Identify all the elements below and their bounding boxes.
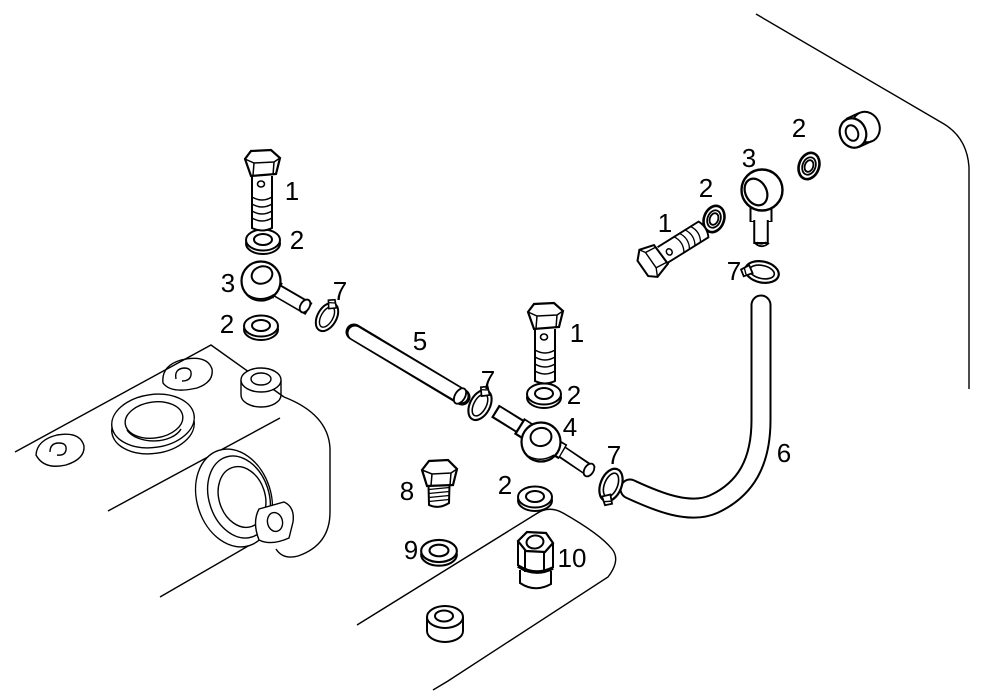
block-ring-depth-arc: [126, 428, 182, 442]
spacer-bottom-arc: [426, 630, 464, 643]
block-boss-hole: [250, 372, 272, 386]
block-cutout-upper-detail: [174, 367, 192, 382]
callout-1-center: 1: [570, 318, 584, 348]
bushing-hole: [844, 124, 860, 142]
callout-9: 9: [404, 535, 418, 565]
callout-7-right: 7: [727, 256, 741, 286]
callout-10: 10: [558, 543, 587, 573]
block-tab: [254, 501, 294, 544]
callout-7-pipe: 7: [481, 365, 495, 395]
callout-7-union: 7: [607, 440, 621, 470]
union4-ring-arc: [527, 454, 555, 460]
seal-washer-left-lower: [243, 314, 279, 341]
mounting-plate-edge: [356, 508, 617, 691]
block-bore-mid: [206, 455, 272, 539]
mounting-plate: [356, 508, 617, 691]
nut-side-edges: [517, 541, 554, 572]
inline-union: [491, 404, 596, 478]
spacer-hole: [434, 609, 454, 623]
banjo-union-right: [740, 168, 784, 248]
block-tab-hole: [266, 511, 284, 533]
block-bore-inner: [217, 465, 267, 529]
block-ring-outer: [111, 393, 195, 449]
union3r-eye-hole: [743, 177, 769, 207]
rigid-pipe: [345, 323, 471, 406]
callout-6: 6: [777, 438, 791, 468]
block-boss-top: [240, 367, 282, 393]
callout-2-left-lower: 2: [220, 309, 234, 339]
callout-7-left: 7: [333, 276, 347, 306]
spacer-top: [426, 605, 464, 629]
nut-chamfer-band: [517, 564, 554, 574]
block-front-top-edge: [107, 417, 281, 512]
callout-8: 8: [400, 476, 414, 506]
plain-washer-9: [420, 538, 458, 567]
curved-hose: [619, 294, 772, 519]
callout-1-right: 1: [658, 208, 672, 238]
union3r-open-end-inner: [756, 241, 767, 245]
callout-4: 4: [563, 412, 577, 442]
union4-open-end: [582, 462, 596, 478]
hose-clamp-right: [738, 256, 782, 287]
seal-washer-right-upper: [793, 148, 825, 184]
nut-lower-cylinder: [519, 570, 552, 590]
hose-body: [621, 296, 770, 517]
banjo-bolt-left: [243, 148, 282, 232]
bushing-front: [838, 117, 868, 149]
block-boss-bottom: [240, 394, 282, 408]
nut-hole: [525, 534, 545, 550]
callout-2-right-upper: 2: [792, 113, 806, 143]
callout-3-left: 3: [221, 268, 235, 298]
banjo-bolt-right: [632, 213, 715, 283]
hose-clamp-union: [592, 464, 629, 510]
seal-washer-center: [526, 382, 562, 409]
engine-block: [14, 344, 331, 598]
banjo-bolt-center: [526, 301, 565, 385]
callout-2-bottom: 2: [498, 470, 512, 500]
union-eye-hole: [250, 265, 274, 285]
block-ring-inner: [124, 401, 184, 439]
hex-bolt-8: [420, 458, 459, 508]
block-right-face: [275, 396, 331, 558]
union3r-open-end: [753, 241, 770, 248]
pipe-open-end: [452, 387, 468, 405]
block-cutout-upper: [162, 357, 213, 391]
block-cutout-lower-detail: [49, 442, 67, 456]
body-panel-top-right: [755, 13, 970, 389]
union-nut: [516, 530, 555, 590]
union4-eye-hole: [529, 426, 553, 448]
union-ring-arc: [247, 293, 276, 300]
callouts: 1 2 3 7 2 5 7 1 2 4 7 6 8 2 9 10 1 2 3 2…: [220, 113, 806, 573]
callout-1-left: 1: [285, 176, 299, 206]
union-open-end: [298, 298, 312, 314]
banjo-union-left: [240, 260, 313, 316]
body-panel-edge: [755, 13, 970, 389]
block-cutout-lower: [35, 433, 85, 467]
callout-2-right-lower: 2: [699, 173, 713, 203]
callout-5: 5: [413, 326, 427, 356]
pipe-body: [348, 326, 468, 403]
callout-2-center: 2: [567, 380, 581, 410]
bushing-top-right: [838, 110, 881, 149]
callout-3-right: 3: [742, 143, 756, 173]
callout-2-left-upper: 2: [290, 225, 304, 255]
block-bottom-edge: [159, 537, 263, 598]
seal-washer-bottom: [517, 485, 553, 512]
spacer-bushing-bottom: [426, 605, 464, 643]
seal-washer-left-upper: [245, 228, 281, 255]
